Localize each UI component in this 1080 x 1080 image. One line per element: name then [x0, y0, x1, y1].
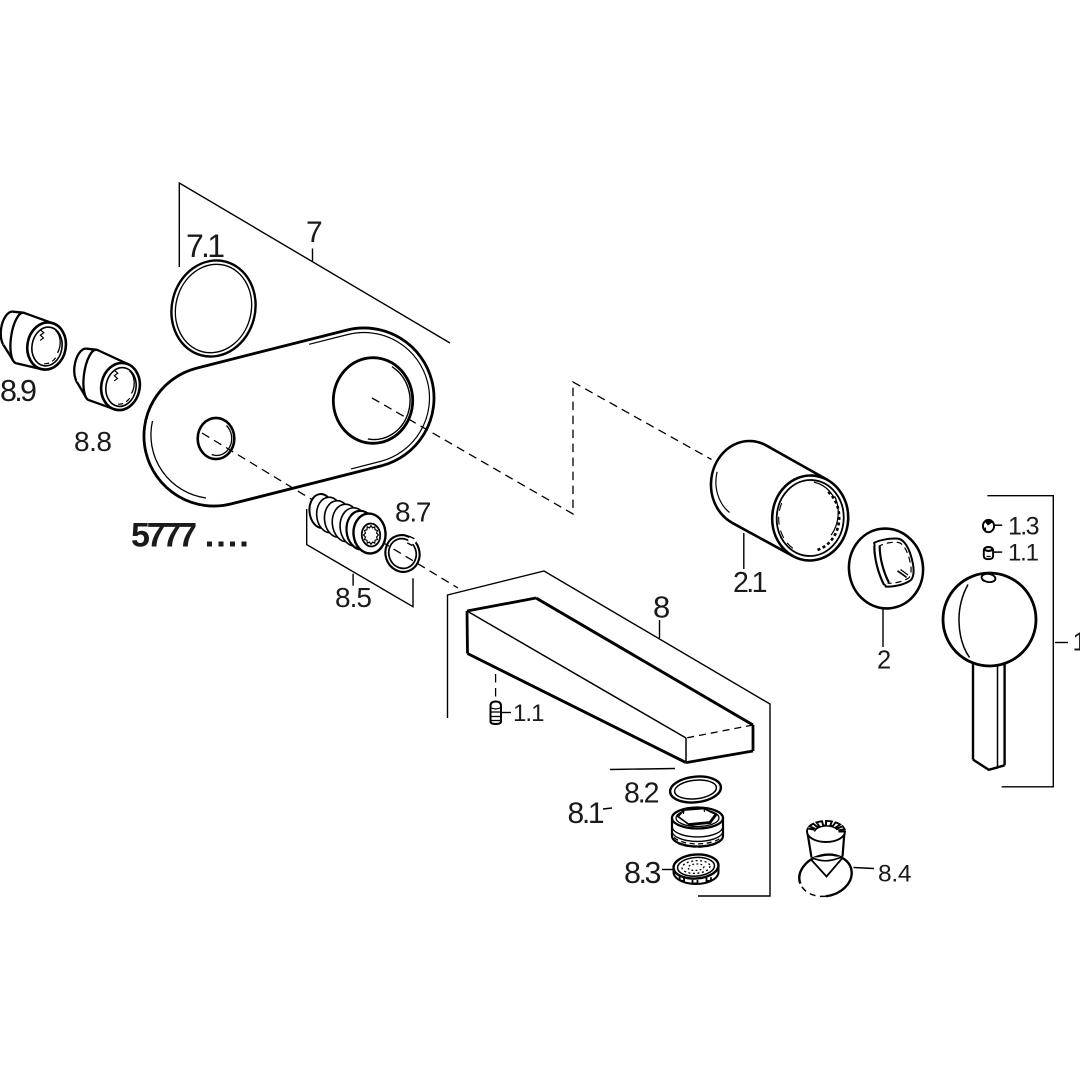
svg-text:8.8: 8.8: [74, 426, 112, 457]
svg-text:8.4: 8.4: [878, 861, 912, 888]
svg-text:7: 7: [306, 216, 323, 249]
svg-text:8.3: 8.3: [624, 856, 662, 890]
svg-text:1: 1: [1073, 627, 1080, 657]
svg-text:1.1: 1.1: [513, 700, 545, 727]
svg-text:8.5: 8.5: [335, 582, 372, 613]
svg-text:1.1: 1.1: [1008, 540, 1039, 567]
svg-text:8.9: 8.9: [0, 374, 37, 408]
svg-text:8.2: 8.2: [624, 778, 660, 810]
svg-text:5777: 5777: [131, 517, 197, 555]
svg-text:8.7: 8.7: [395, 497, 432, 528]
svg-text:8: 8: [653, 590, 670, 625]
svg-text:7.1: 7.1: [186, 228, 225, 264]
svg-text:2: 2: [877, 647, 891, 675]
svg-text:2.1: 2.1: [733, 567, 768, 599]
svg-text:8.1: 8.1: [568, 797, 605, 830]
svg-text:1.3: 1.3: [1008, 513, 1040, 541]
